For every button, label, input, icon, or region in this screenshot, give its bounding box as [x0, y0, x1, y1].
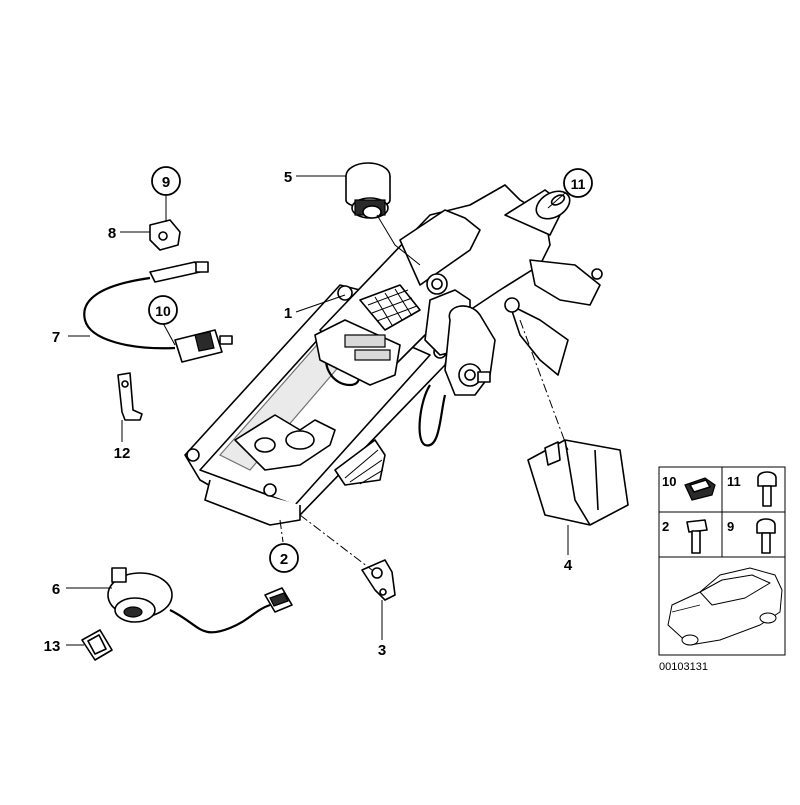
callout-9: 9	[151, 166, 181, 196]
fastener-legend: 10 11 2 9	[658, 466, 786, 656]
legend-item-11: 11	[727, 471, 777, 507]
svg-text:00103131: 00103131	[659, 661, 708, 673]
svg-text:2: 2	[280, 551, 288, 568]
callout-2: 2	[269, 543, 299, 573]
callout-5: 5	[284, 169, 292, 186]
svg-text:9: 9	[162, 174, 170, 191]
legend-item-10: 10	[662, 474, 716, 501]
svg-text:11: 11	[571, 176, 586, 192]
gasket	[81, 629, 113, 661]
svg-text:8: 8	[108, 225, 116, 242]
ignition-lock-ring	[345, 162, 391, 219]
legend-item-9: 9	[727, 518, 776, 554]
svg-text:7: 7	[52, 329, 60, 346]
small-bracket	[361, 559, 396, 601]
svg-text:5: 5	[284, 169, 292, 186]
svg-text:10: 10	[662, 474, 676, 489]
svg-text:11: 11	[727, 474, 741, 489]
steering-column-tube	[314, 184, 603, 447]
svg-text:9: 9	[727, 519, 734, 534]
svg-text:6: 6	[52, 581, 60, 598]
callout-11: 11	[563, 168, 593, 198]
callout-4: 4	[564, 557, 573, 574]
leader-lines	[66, 175, 569, 646]
svg-text:4: 4	[564, 557, 573, 574]
svg-text:12: 12	[114, 445, 131, 462]
car-silhouette-icon	[667, 567, 783, 646]
callout-1: 1	[284, 305, 292, 322]
svg-text:10: 10	[155, 303, 171, 319]
sensor-cable	[83, 261, 233, 363]
svg-text:3: 3	[378, 642, 386, 659]
angle-sensor	[107, 567, 293, 634]
control-module	[527, 439, 629, 526]
bracket	[117, 372, 143, 421]
callout-6: 6	[52, 581, 60, 598]
diagram-number: 00103131	[659, 661, 708, 673]
clip-nut	[149, 219, 181, 251]
callout-12: 12	[114, 445, 131, 462]
svg-text:13: 13	[44, 638, 61, 655]
callout-13: 13	[44, 638, 61, 655]
callout-8: 8	[108, 225, 116, 242]
callout-3: 3	[378, 642, 386, 659]
svg-text:2: 2	[662, 519, 669, 534]
callout-10: 10	[148, 295, 178, 325]
callouts: 9 8 10 7 12 5 1 11 2 3	[44, 166, 593, 659]
legend-item-2: 2	[662, 519, 708, 554]
callout-7: 7	[52, 329, 60, 346]
svg-text:1: 1	[284, 305, 292, 322]
